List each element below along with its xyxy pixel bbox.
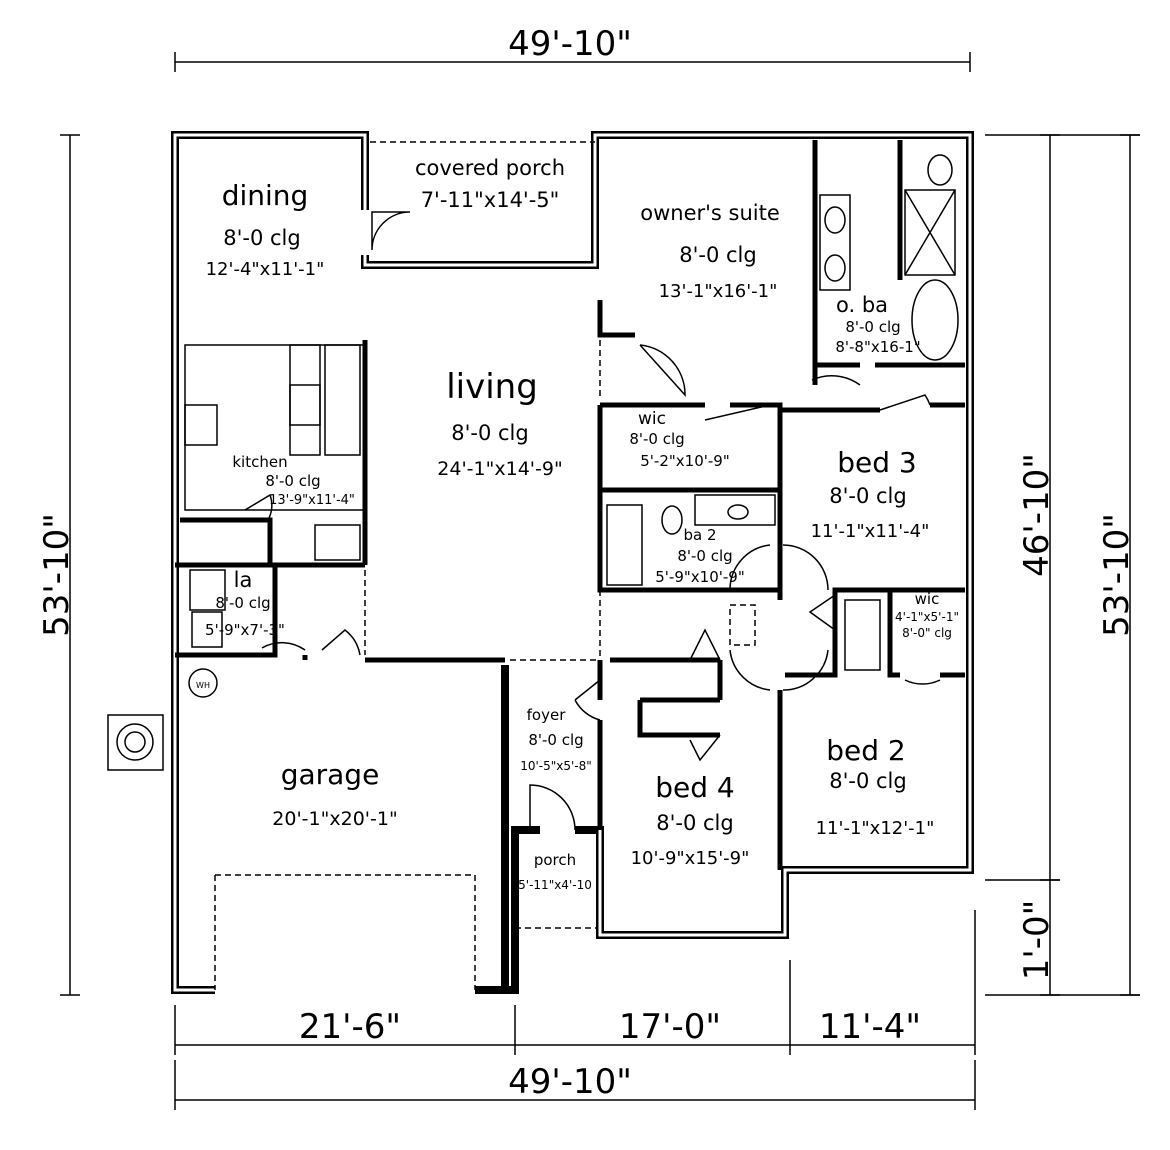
room-laundry: la 8'-0 clg 5'-9"x7'-3" [205,568,285,639]
dim-bottom-3: 11'-4" [819,1007,921,1047]
room-porch: porch 5'-11"x4'-10 [518,851,592,892]
bed3-size: 11'-1"x11'-4" [811,521,930,542]
room-dining: dining 8'-0 clg 12'-4"x11'-1" [206,179,325,280]
dim-top-overall: 49'-10" [508,24,632,64]
washer [189,569,226,611]
water-heater-label: WH [196,681,210,690]
covered-porch-label: covered porch [415,156,565,180]
bed4-label: bed 4 [655,771,735,804]
vanity [819,194,851,291]
bath2-ceiling: 8'-0 clg [677,547,732,565]
room-kitchen: kitchen 8'-0 clg 13'-9"x11'-4" [232,453,355,508]
room-garage: garage 20'-1"x20'-1" [272,758,397,830]
bed2-size: 11'-1"x12'-1" [816,818,935,839]
bed3-label: bed 3 [837,446,917,479]
wic-owner-size: 5'-2"x10'-9" [640,452,729,470]
laundry-size: 5'-9"x7'-3" [205,621,285,639]
kitchen-sink [289,384,321,426]
bath2-vanity [694,494,776,526]
bed4-size: 10'-9"x15'-9" [631,848,750,869]
foyer-size: 10'-5"x5'-8" [520,759,592,773]
dimension-lines [60,52,1140,1110]
bath2-tub [606,504,643,586]
room-foyer: foyer 8'-0 clg 10'-5"x5'-8" [520,706,592,773]
foyer-ceiling: 8'-0 clg [528,731,583,749]
fireplace [844,599,881,671]
room-bed3: bed 3 8'-0 clg 11'-1"x11'-4" [811,446,930,542]
bed2-label: bed 2 [826,734,906,767]
exterior-walls [171,131,974,994]
owners-bath-size: 8'-8"x16-1" [835,338,920,356]
room-bath2: ba 2 8'-0 clg 5'-9"x10'-9" [655,526,744,586]
living-label: living [446,367,538,407]
wic-bed2-size: 4'-1"x5'-1" [895,610,959,624]
dim-bottom-2: 17'-0" [619,1007,721,1047]
owners-suite-size: 13'-1"x16'-1" [659,281,778,302]
foyer-label: foyer [527,706,567,724]
dim-right-offset: 1'-0" [1017,900,1057,981]
dining-label: dining [222,179,309,212]
owners-bath-ceiling: 8'-0 clg [845,318,900,336]
dining-size: 12'-4"x11'-1" [206,259,325,280]
kitchen-size: 13'-9"x11'-4" [269,493,355,508]
living-ceiling: 8'-0 clg [451,421,528,445]
dim-bottom-overall: 49'-10" [508,1062,632,1102]
wic-owner-ceiling: 8'-0 clg [629,430,684,448]
bath2-label: ba 2 [683,526,716,544]
dim-right-inner: 46'-10" [1017,453,1057,577]
bed2-ceiling: 8'-0 clg [829,769,906,793]
attic-access [729,604,756,646]
room-living: living 8'-0 clg 24'-1"x14'-9" [437,367,562,480]
dryer [191,611,223,648]
room-bed4: bed 4 8'-0 clg 10'-9"x15'-9" [631,771,750,869]
ac-unit [107,714,164,771]
laundry-label: la [234,568,253,592]
dim-right-overall: 53'-10" [1097,513,1137,637]
dim-left-overall: 53'-10" [37,513,77,637]
dining-ceiling: 8'-0 clg [223,226,300,250]
fixtures: WH [107,154,959,771]
room-owners-suite: owner's suite 8'-0 clg 13'-1"x16'-1" [640,201,780,302]
bath2-size: 5'-9"x10'-9" [655,568,744,586]
covered-porch-size: 7'-11"x14'-5" [421,188,560,212]
bed3-ceiling: 8'-0 clg [829,484,906,508]
doors [244,211,941,831]
wic-owner-label: wic [638,409,666,429]
bath2-toilet [661,505,683,535]
room-bed2: bed 2 8'-0 clg 11'-1"x12'-1" [816,734,935,839]
wic-bed2-label: wic [915,590,940,608]
tub [911,279,959,361]
room-covered-porch: covered porch 7'-11"x14'-5" [415,156,565,212]
porch-label: porch [534,851,576,869]
owners-suite-label: owner's suite [640,201,780,225]
wic-bed2-ceiling: 8'-0" clg [902,626,952,640]
garage-door [214,874,476,990]
garage-size: 20'-1"x20'-1" [272,808,397,830]
room-owners-bath: o. ba 8'-0 clg 8'-8"x16-1" [835,293,920,356]
kitchen-label: kitchen [232,453,287,471]
bed4-ceiling: 8'-0 clg [656,811,733,835]
kitchen-island [289,344,321,456]
dim-bottom-1: 21'-6" [299,1007,401,1047]
range [184,404,218,446]
room-wic-owner: wic 8'-0 clg 5'-2"x10'-9" [629,409,729,470]
owners-bath-label: o. ba [836,293,888,317]
open-edges [364,300,601,661]
water-heater [188,668,218,698]
porch-size: 5'-11"x4'-10 [518,878,592,892]
refrigerator [314,524,361,561]
laundry-ceiling: 8'-0 clg [215,594,270,612]
owners-suite-ceiling: 8'-0 clg [679,243,756,267]
living-size: 24'-1"x14'-9" [437,458,562,480]
shower [904,189,956,276]
toilet [927,154,953,186]
room-wic-bed2: wic 4'-1"x5'-1" 8'-0" clg [895,590,959,640]
garage-label: garage [281,758,380,791]
kitchen-ceiling: 8'-0 clg [265,472,320,490]
